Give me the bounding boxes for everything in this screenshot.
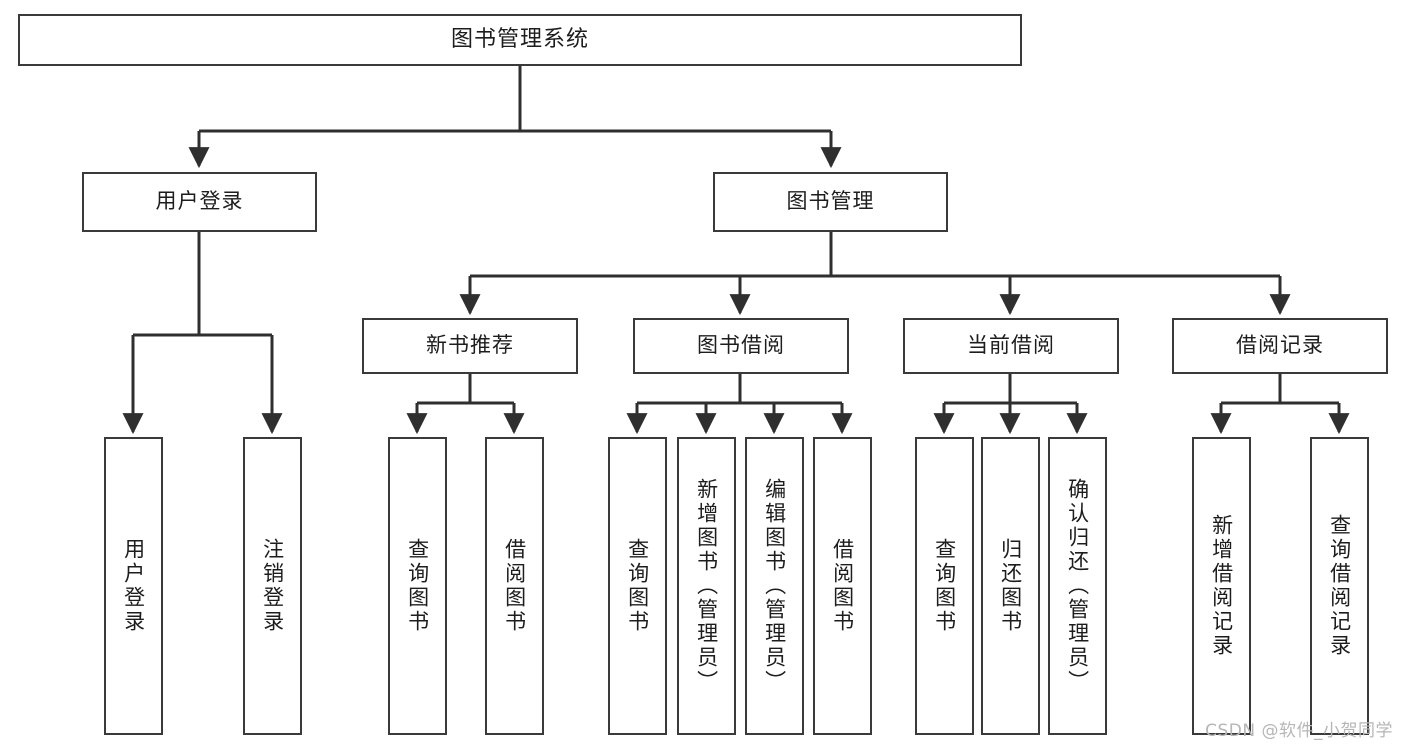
node-leaf-add-book-label: 新增图书（管理员） [694, 478, 719, 694]
node-leaf-user-login[interactable]: 用户登录 [104, 437, 163, 735]
node-leaf-query-record-label: 查询借阅记录 [1327, 514, 1352, 658]
node-book-borrow[interactable]: 图书借阅 [633, 318, 849, 374]
node-user-login[interactable]: 用户登录 [82, 172, 317, 232]
node-borrow-record[interactable]: 借阅记录 [1172, 318, 1388, 374]
node-leaf-query-book-1-label: 查询图书 [405, 538, 430, 634]
node-current-borrow-label: 当前借阅 [967, 333, 1055, 358]
node-leaf-borrow-book-1-label: 借阅图书 [502, 538, 527, 634]
node-leaf-user-login-label: 用户登录 [121, 538, 146, 634]
node-leaf-borrow-book-2-label: 借阅图书 [830, 538, 855, 634]
node-leaf-borrow-book-1[interactable]: 借阅图书 [485, 437, 544, 735]
node-leaf-edit-book[interactable]: 编辑图书（管理员） [745, 437, 804, 735]
node-leaf-return-book-label: 归还图书 [998, 538, 1023, 634]
node-leaf-confirm-return[interactable]: 确认归还（管理员） [1048, 437, 1107, 735]
node-leaf-user-logout[interactable]: 注销登录 [243, 437, 302, 735]
node-leaf-add-record[interactable]: 新增借阅记录 [1192, 437, 1251, 735]
node-leaf-query-book-3-label: 查询图书 [932, 538, 957, 634]
node-leaf-confirm-return-label: 确认归还（管理员） [1065, 478, 1090, 694]
node-leaf-query-book-2[interactable]: 查询图书 [608, 437, 667, 735]
node-leaf-add-book[interactable]: 新增图书（管理员） [677, 437, 736, 735]
node-new-book-recommend[interactable]: 新书推荐 [362, 318, 578, 374]
node-current-borrow[interactable]: 当前借阅 [903, 318, 1119, 374]
node-new-book-recommend-label: 新书推荐 [426, 333, 514, 358]
node-root-label: 图书管理系统 [450, 26, 589, 52]
node-leaf-return-book[interactable]: 归还图书 [981, 437, 1040, 735]
node-root[interactable]: 图书管理系统 [18, 14, 1022, 66]
node-leaf-query-book-2-label: 查询图书 [625, 538, 650, 634]
node-user-login-label: 用户登录 [155, 189, 244, 214]
node-book-borrow-label: 图书借阅 [697, 333, 785, 358]
node-leaf-query-record[interactable]: 查询借阅记录 [1310, 437, 1369, 735]
node-book-manage[interactable]: 图书管理 [713, 172, 948, 232]
node-book-manage-label: 图书管理 [786, 189, 875, 214]
node-leaf-add-record-label: 新增借阅记录 [1209, 514, 1234, 658]
node-leaf-borrow-book-2[interactable]: 借阅图书 [813, 437, 872, 735]
node-leaf-query-book-3[interactable]: 查询图书 [915, 437, 974, 735]
node-leaf-edit-book-label: 编辑图书（管理员） [762, 478, 787, 694]
node-leaf-user-logout-label: 注销登录 [260, 538, 285, 634]
node-leaf-query-book-1[interactable]: 查询图书 [388, 437, 447, 735]
node-borrow-record-label: 借阅记录 [1236, 333, 1324, 358]
